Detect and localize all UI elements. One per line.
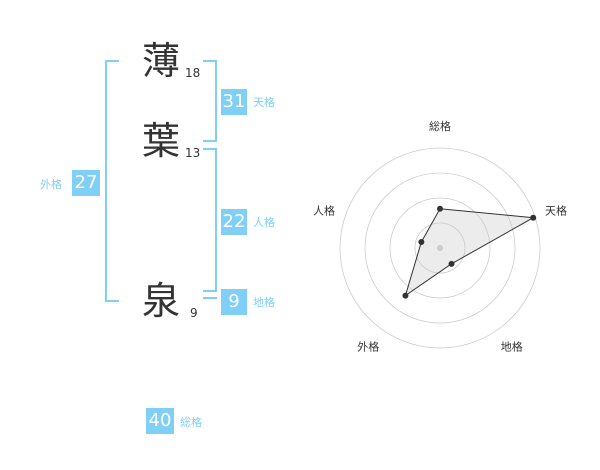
chikaku-label: 地格 xyxy=(253,296,275,309)
radar-axis-label: 人格 xyxy=(313,203,335,217)
stroke-count-2: 13 xyxy=(185,146,201,160)
name-char-1: 薄 xyxy=(142,39,181,83)
stroke-count-1: 18 xyxy=(185,66,201,80)
gaikaku-value: 27 xyxy=(72,170,100,196)
radar-grid-ring xyxy=(414,222,466,274)
jinkaku-value: 22 xyxy=(221,209,247,235)
radar-data-polygon xyxy=(404,208,535,297)
radar-axis-label: 総格 xyxy=(429,119,451,133)
radar-data-point xyxy=(448,260,455,267)
soukaku-value: 40 xyxy=(146,408,174,434)
radar-data-point xyxy=(402,292,409,299)
radar-axis-label: 外格 xyxy=(357,340,379,354)
tenkaku-label: 天格 xyxy=(253,96,275,109)
radar-grid-ring xyxy=(339,147,541,349)
radar-data-point xyxy=(530,214,537,221)
radar-grid-ring xyxy=(364,172,516,324)
radar-axis-label: 地格 xyxy=(501,340,523,354)
tenkaku-bracket xyxy=(203,60,217,142)
radar-grid-ring xyxy=(389,197,491,299)
jinkaku-label: 人格 xyxy=(253,216,275,229)
radar-data-point xyxy=(437,205,443,212)
name-char-2: 葉 xyxy=(142,119,181,163)
chikaku-value: 9 xyxy=(221,289,247,315)
name-char-3: 泉 xyxy=(142,279,181,323)
stroke-count-3: 9 xyxy=(190,306,198,320)
chikaku-connector xyxy=(203,297,217,299)
radar-data-point xyxy=(418,238,425,245)
jinkaku-bracket xyxy=(203,148,217,292)
gaikaku-label: 外格 xyxy=(40,178,62,191)
gaikaku-bracket xyxy=(105,60,119,302)
radar-center-dot xyxy=(437,245,443,251)
radar-axis-label: 天格 xyxy=(545,203,567,217)
tenkaku-value: 31 xyxy=(221,89,247,115)
soukaku-label: 総格 xyxy=(180,416,202,429)
